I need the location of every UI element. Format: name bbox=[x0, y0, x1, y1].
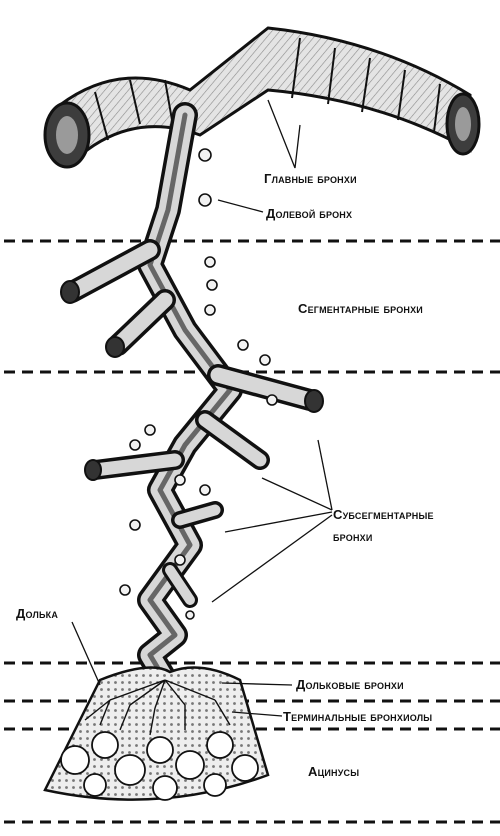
lobule-illustration bbox=[43, 666, 270, 801]
label-terminal-bronchioles: Терминальные бронхиолы bbox=[283, 709, 433, 724]
label-acini: Ацинусы bbox=[308, 764, 360, 779]
leader-lobule bbox=[71, 621, 101, 686]
label-segmental-bronchi: Сегментарные бронхи bbox=[298, 301, 423, 316]
branch-openings bbox=[60, 280, 324, 481]
leader-lobular-bronchi bbox=[221, 682, 293, 686]
leader-lobar-bronchus bbox=[217, 199, 264, 213]
leader-terminal-bronchioles bbox=[231, 711, 283, 717]
leader-subsegmental-4 bbox=[211, 514, 333, 603]
leader-subsegmental-2 bbox=[261, 477, 333, 511]
label-subsegmental-line1: Субсегментарные bbox=[333, 507, 434, 522]
label-lobar-bronchus: Долевой бронх bbox=[266, 206, 353, 221]
leader-main-bronchi bbox=[267, 99, 301, 169]
label-main-bronchi: Главные бронхи bbox=[264, 171, 357, 186]
gland-nodules bbox=[119, 148, 278, 620]
leader-lines bbox=[71, 99, 333, 717]
label-lobular-bronchi: Дольковые бронхи bbox=[296, 677, 404, 692]
bronchial-trunk-illustration bbox=[61, 102, 321, 693]
leader-subsegmental-1 bbox=[317, 439, 333, 511]
label-lobule: Долька bbox=[16, 606, 59, 621]
main-bronchi-illustration bbox=[43, 26, 481, 169]
leader-subsegmental-3 bbox=[224, 511, 333, 533]
label-subsegmental-line2: бронхи bbox=[333, 529, 373, 544]
